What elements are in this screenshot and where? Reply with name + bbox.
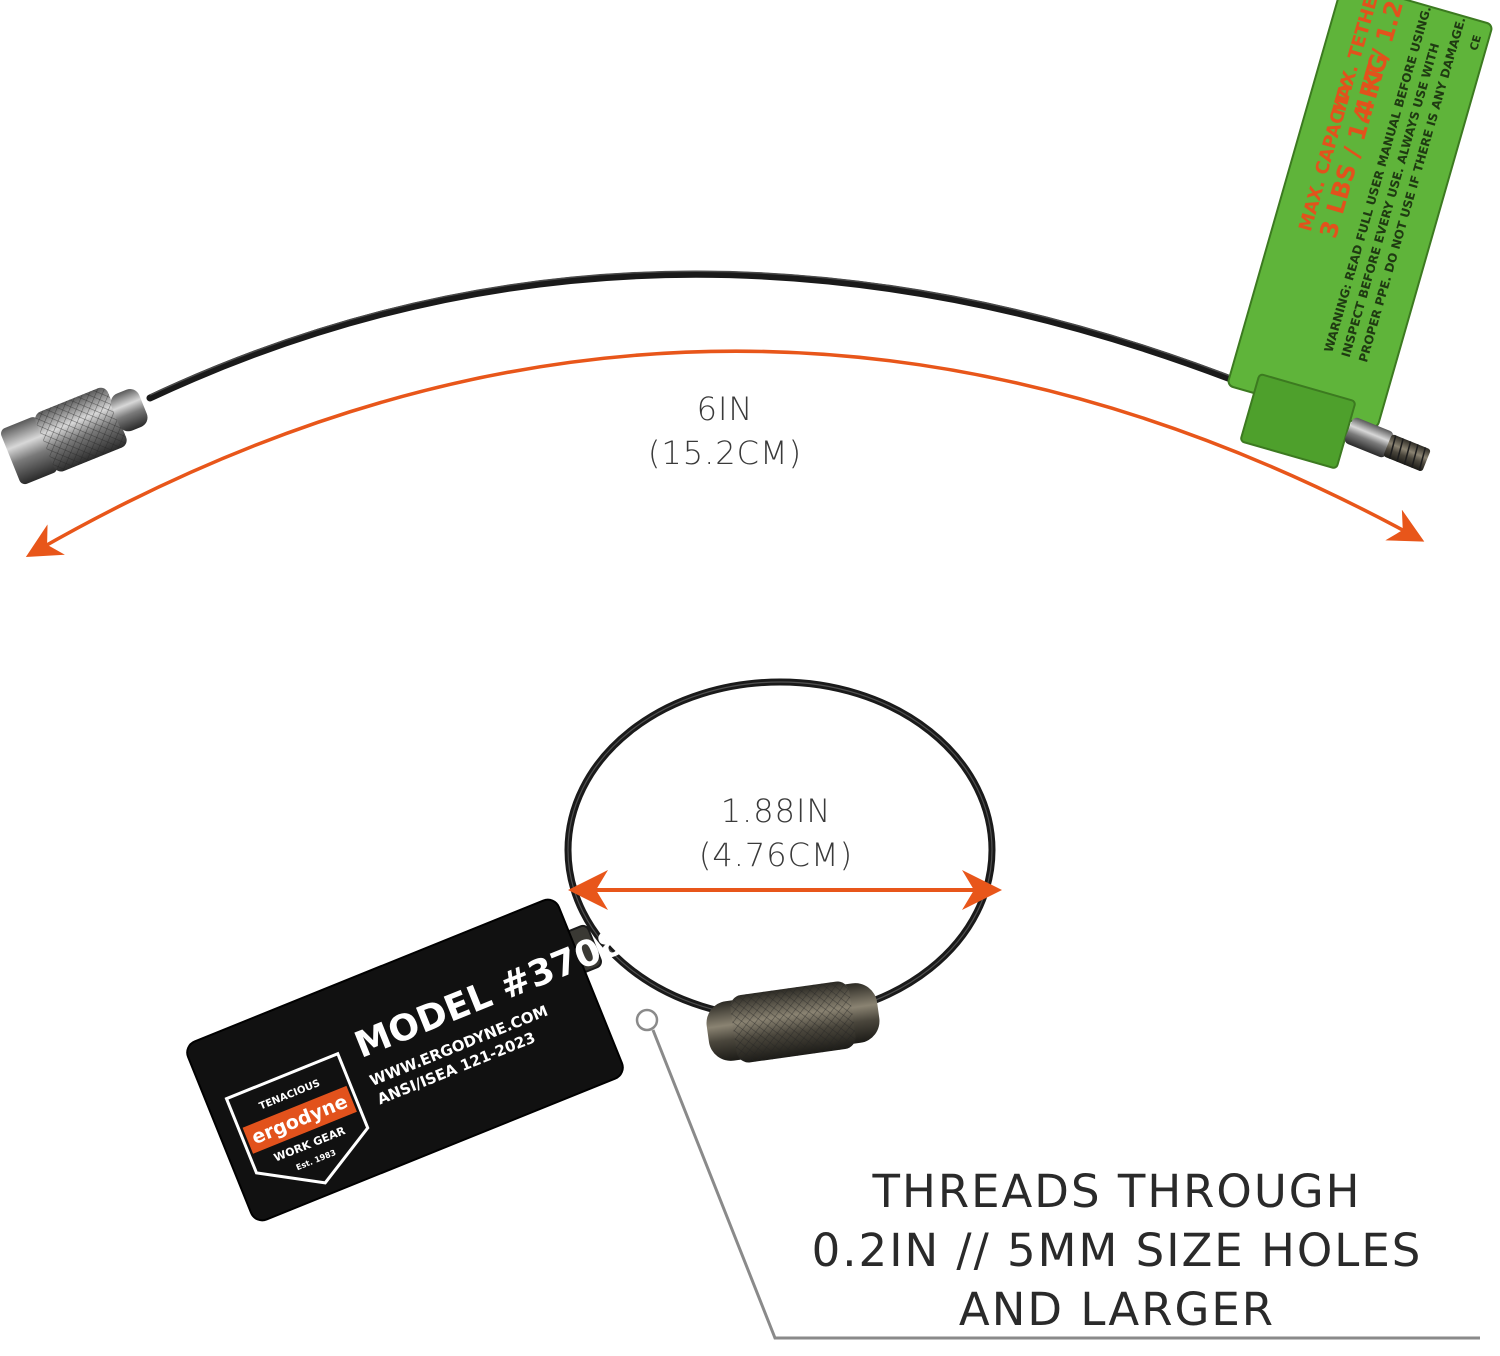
diameter-label: 1.88IN bbox=[721, 792, 832, 830]
top-cable-assembly: MAX. CAPACITY 3 LBS / 1.4 KG MAX. TETHER… bbox=[1, 0, 1493, 485]
callout-pointer-dot bbox=[635, 1008, 659, 1032]
threaded-screw-end bbox=[1344, 417, 1431, 471]
green-capacity-tag: MAX. CAPACITY 3 LBS / 1.4 KG MAX. TETHER… bbox=[1227, 0, 1493, 469]
knurled-end-cap bbox=[1, 387, 148, 485]
length-label: 6IN bbox=[697, 390, 754, 428]
callout-line-1: THREADS THROUGH bbox=[872, 1165, 1362, 1218]
length-metric-label: (15.2CM) bbox=[648, 434, 802, 472]
ergodyne-logo: TENACIOUS ergodyne WORK GEAR Est. 1983 bbox=[224, 1051, 370, 1185]
black-model-tag: MODEL #3708 WWW.ERGODYNE.COM ANSI/ISEA 1… bbox=[186, 898, 630, 1222]
length-dimension-arrow bbox=[25, 349, 1425, 557]
ce-mark: CE bbox=[1467, 34, 1484, 53]
top-cable bbox=[146, 270, 1334, 424]
callout-line-3: AND LARGER bbox=[959, 1283, 1275, 1336]
callout-leader-line bbox=[651, 1029, 1480, 1340]
knurled-barrel-connector bbox=[706, 981, 880, 1063]
bottom-cable-loop: MODEL #3708 WWW.ERGODYNE.COM ANSI/ISEA 1… bbox=[186, 678, 996, 1222]
callout-line-2: 0.2IN // 5MM SIZE HOLES bbox=[812, 1224, 1423, 1277]
diameter-metric-label: (4.76CM) bbox=[699, 836, 853, 874]
